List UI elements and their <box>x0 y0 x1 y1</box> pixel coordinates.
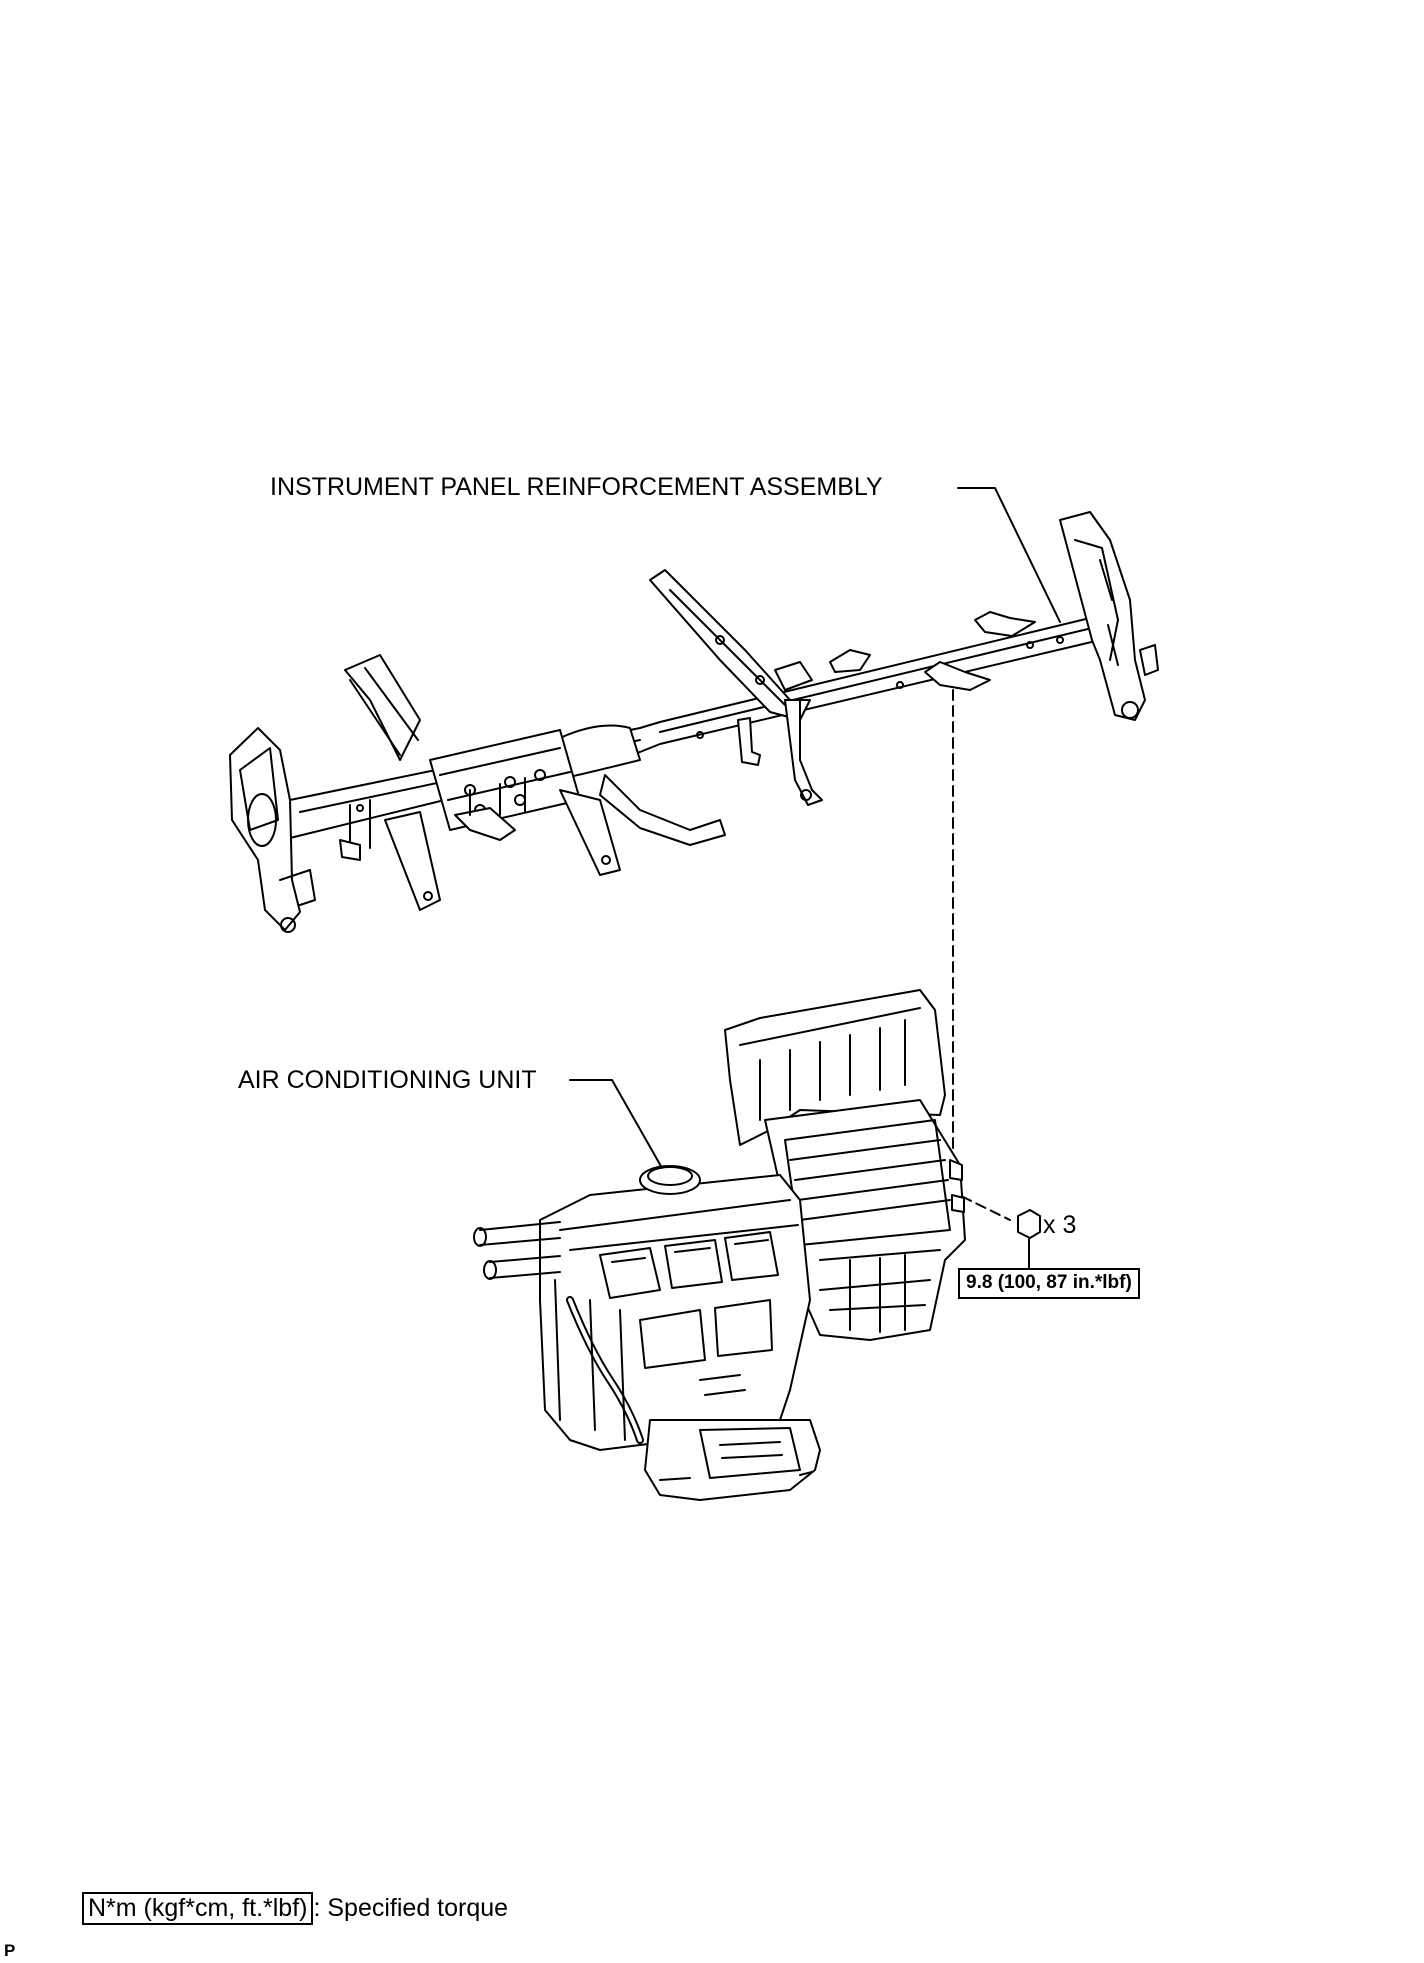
footer-code: P <box>4 1941 16 1960</box>
torque-spec-box: 9.8 (100, 87 in.*lbf) <box>958 1268 1140 1299</box>
alignment-dashed-line <box>952 689 1011 1221</box>
reinforcement-leader-line <box>957 487 1061 623</box>
quantity-label: x 3 <box>1043 1211 1077 1239</box>
air-conditioning-unit-drawing <box>473 989 966 1501</box>
torque-legend: N*m (kgf*cm, ft.*lbf): Specified torque <box>82 1892 508 1925</box>
ac-unit-leader-line <box>569 1079 663 1169</box>
ac-unit-label: AIR CONDITIONING UNIT <box>238 1066 537 1094</box>
reinforcement-label: INSTRUMENT PANEL REINFORCEMENT ASSEMBLY <box>270 473 883 501</box>
torque-legend-unit-box: N*m (kgf*cm, ft.*lbf) <box>82 1892 314 1925</box>
torque-legend-text: : Specified torque <box>313 1894 509 1922</box>
bolt-icon <box>1017 1209 1041 1251</box>
instrument-panel-reinforcement-drawing <box>229 511 1159 933</box>
